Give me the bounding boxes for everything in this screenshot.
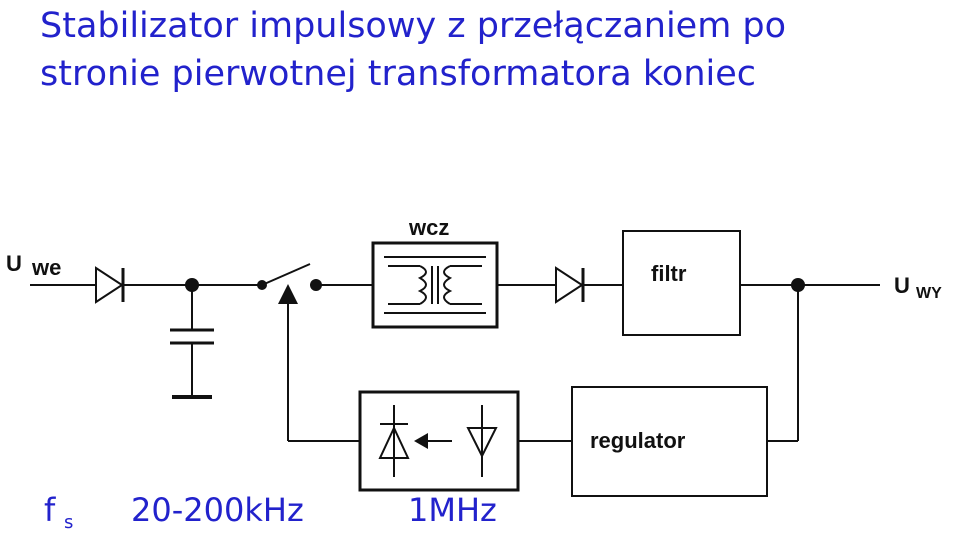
title-line-2: stronie pierwotnej transformatora koniec [40,54,756,94]
primary-switch [261,263,311,286]
opto-arrow-head [414,433,428,449]
page-title: Stabilizator impulsowy z przełączaniem p… [40,2,960,98]
optocoupler-symbol [378,405,498,477]
input-diode [95,266,125,304]
switch-control-arrow [278,284,298,304]
fs-label-sub: s [64,512,73,533]
filter-block [622,230,741,336]
regulator-label: regulator [590,428,686,453]
fs-label-main: f [44,491,56,529]
transformer-wcz [371,241,499,329]
title-line-1: Stabilizator impulsowy z przełączaniem p… [40,6,787,46]
input-capacitor [170,285,214,399]
junction-node-1 [185,278,199,292]
output-label-sub: WY [916,285,942,302]
filter-label: filtr [651,261,687,286]
junction-node-2 [791,278,805,292]
switch-contact-left [257,280,267,290]
switch-contact-right [310,279,322,291]
rectifier-diode [555,266,585,304]
freq-high: 1MHz [408,491,497,529]
output-label-main: U [894,273,910,298]
input-label-sub: we [31,255,61,280]
input-label-main: U [6,251,22,276]
transformer-label: wcz [408,215,449,240]
freq-range: 20-200kHz [131,491,304,529]
